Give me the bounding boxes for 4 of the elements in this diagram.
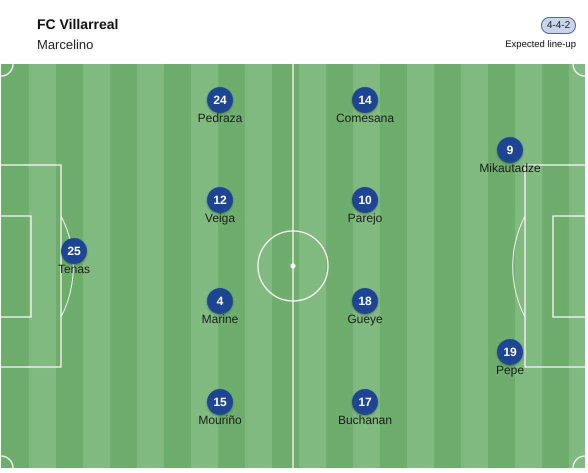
lineup-note: Expected line-up <box>505 39 576 51</box>
team-name: FC Villarreal <box>37 16 118 33</box>
formation-badge: 4-4-2 <box>541 17 576 34</box>
coach-name: Marcelino <box>37 37 94 53</box>
